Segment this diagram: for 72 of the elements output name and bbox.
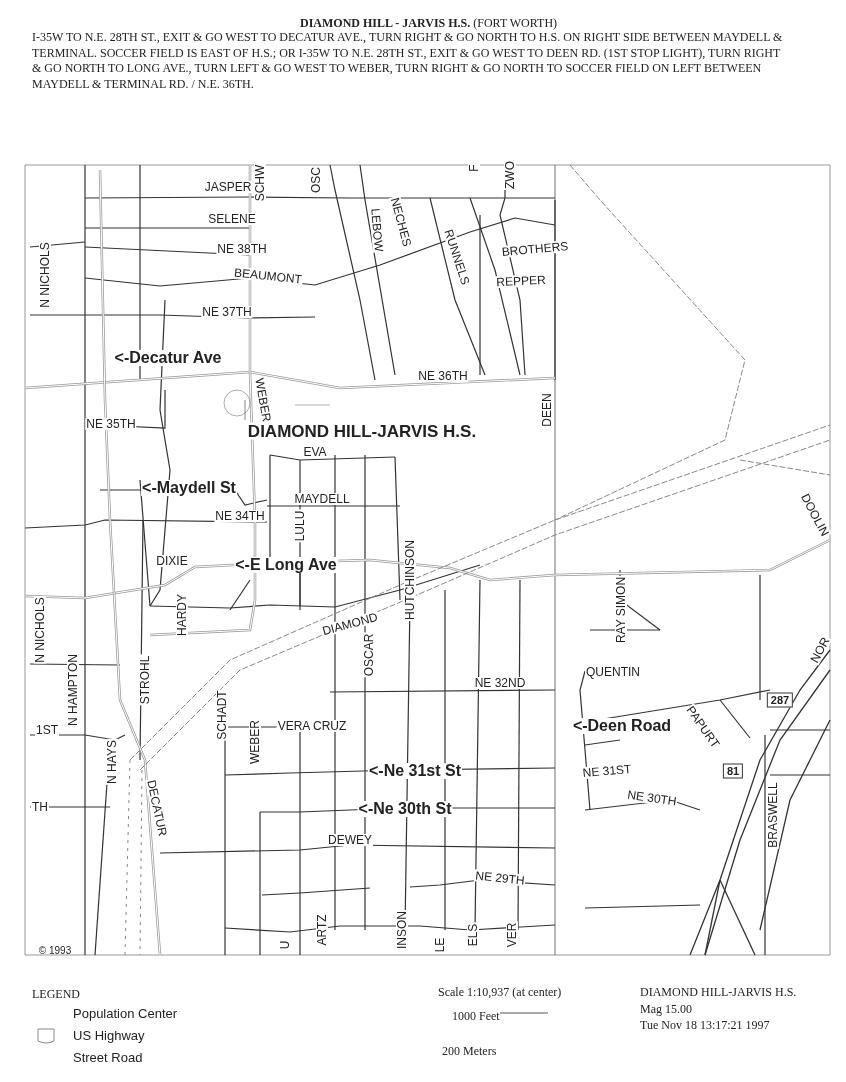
street-name: NE 32ND	[473, 677, 527, 689]
direction-label: <-Ne 31st St	[368, 763, 462, 779]
scale-text: Scale 1:10,937 (at center)	[438, 986, 562, 998]
street-name: HARDY	[176, 593, 188, 637]
street-name: NE 29TH	[473, 869, 527, 887]
direction-label: <-Deen Road	[571, 718, 673, 734]
street-name: N NICHOLS	[39, 241, 51, 309]
street-name: NE 37TH	[201, 306, 253, 318]
street-name: VER	[506, 921, 518, 949]
directions-text: I-35W TO N.E. 28TH ST., EXIT & GO WEST TO DECATUR AVE., TURN RIGHT & GO NORTH TO H.S. ON RIGHT SIDE BETWEEN MAYDELL & TERMINAL. SOCCER FIELD IS EAST OF H.S.; OR I-35W TO N.E. 28TH ST., EXIT & GO WEST TO DEEN RD. (1ST STOP LIGHT), TURN RIGHT & GO NORTH TO LONG AVE., TURN LEFT & GO WEST TO WEBER, TURN RIGHT & GO NORTH TO SOCCER FIELD ON LEFT BETWEEN MAYDELL & TERMINAL RD. / N.E. 36TH.	[32, 30, 784, 92]
street-name: ZWO	[504, 160, 516, 190]
street-name: NE 38TH	[216, 243, 268, 255]
map-info-text: Tue Nov 18 13:17:21 1997	[640, 1019, 770, 1031]
street-name: BROTHERS	[500, 240, 570, 258]
direction-label: <-Maydell St	[141, 480, 237, 496]
street-name: VERA CRUZ	[276, 720, 348, 732]
street-name: ARTZ	[316, 913, 328, 947]
direction-label: <-E Long Ave	[234, 557, 338, 573]
street-name: INSON	[396, 910, 408, 950]
street-name: F	[468, 163, 480, 173]
legend-text: Population Center	[73, 1007, 178, 1020]
street-name: NE 34TH	[214, 510, 266, 522]
street-name: SELENE	[207, 213, 257, 225]
street-name: RAY SIMON	[615, 575, 627, 645]
street-name: DEWEY	[327, 834, 373, 846]
map-title: DIAMOND HILL - JARVIS H.S. (FORT WORTH)	[300, 17, 558, 29]
street-name: N HAYS	[106, 739, 118, 785]
street-name: DEEN	[541, 392, 553, 428]
street-name: DECATUR	[145, 777, 169, 839]
legend-heading: LEGEND	[32, 988, 80, 1000]
legend-text: Street Road	[73, 1051, 143, 1064]
street-name: NE 36TH	[417, 370, 469, 382]
street-name: N NICHOLS	[34, 596, 46, 664]
street-name: JASPER	[203, 181, 253, 193]
street-name: OSC	[310, 166, 322, 194]
street-name: BEAUMONT	[232, 266, 304, 286]
street-name: REPPER	[495, 273, 547, 289]
street-name: LE	[434, 936, 446, 954]
street-name: NE 35TH	[85, 418, 137, 430]
copyright-text: © 1993	[38, 946, 72, 956]
street-name: ELS	[467, 922, 479, 948]
street-name: STROHL	[139, 654, 151, 706]
street-name: MAYDELL	[293, 493, 351, 505]
map-info-text: Mag 15.00	[640, 1003, 692, 1015]
street-name: U	[279, 939, 291, 951]
legend-text: US Highway	[73, 1029, 145, 1042]
street-name: BRASWELL	[767, 781, 779, 849]
street-name: DIXIE	[155, 555, 189, 567]
street-name: OSCAR	[363, 632, 375, 678]
route-number: 81	[722, 763, 744, 779]
street-name: HUTCHINSON	[404, 539, 416, 621]
scale-text: 1000 Feet	[452, 1010, 500, 1022]
street-name: WEBER	[249, 719, 261, 765]
street-name: NE 30TH	[625, 788, 679, 808]
street-name: SCHADT	[216, 689, 228, 741]
street-name: NECHES	[388, 195, 414, 249]
street-name: QUENTIN	[585, 666, 641, 678]
street-name: LULU	[294, 509, 306, 543]
school-label: DIAMOND HILL-JARVIS H.S.	[246, 422, 478, 440]
street-name: NOR	[807, 634, 833, 666]
map-info-text: DIAMOND HILL-JARVIS H.S.	[640, 986, 797, 998]
street-name: SCHW	[254, 163, 266, 203]
street-name: TH	[31, 801, 49, 813]
scale-text: 200 Meters	[442, 1045, 497, 1057]
street-name: NE 31ST	[581, 762, 633, 780]
street-name: 1ST	[35, 724, 59, 736]
street-name: EVA	[302, 446, 328, 458]
street-name: N HAMPTON	[67, 653, 79, 727]
direction-label: <-Ne 30th St	[357, 801, 453, 817]
route-number: 287	[766, 692, 794, 708]
street-name: LEBOW	[369, 206, 385, 254]
direction-label: <-Decatur Ave	[113, 350, 223, 366]
